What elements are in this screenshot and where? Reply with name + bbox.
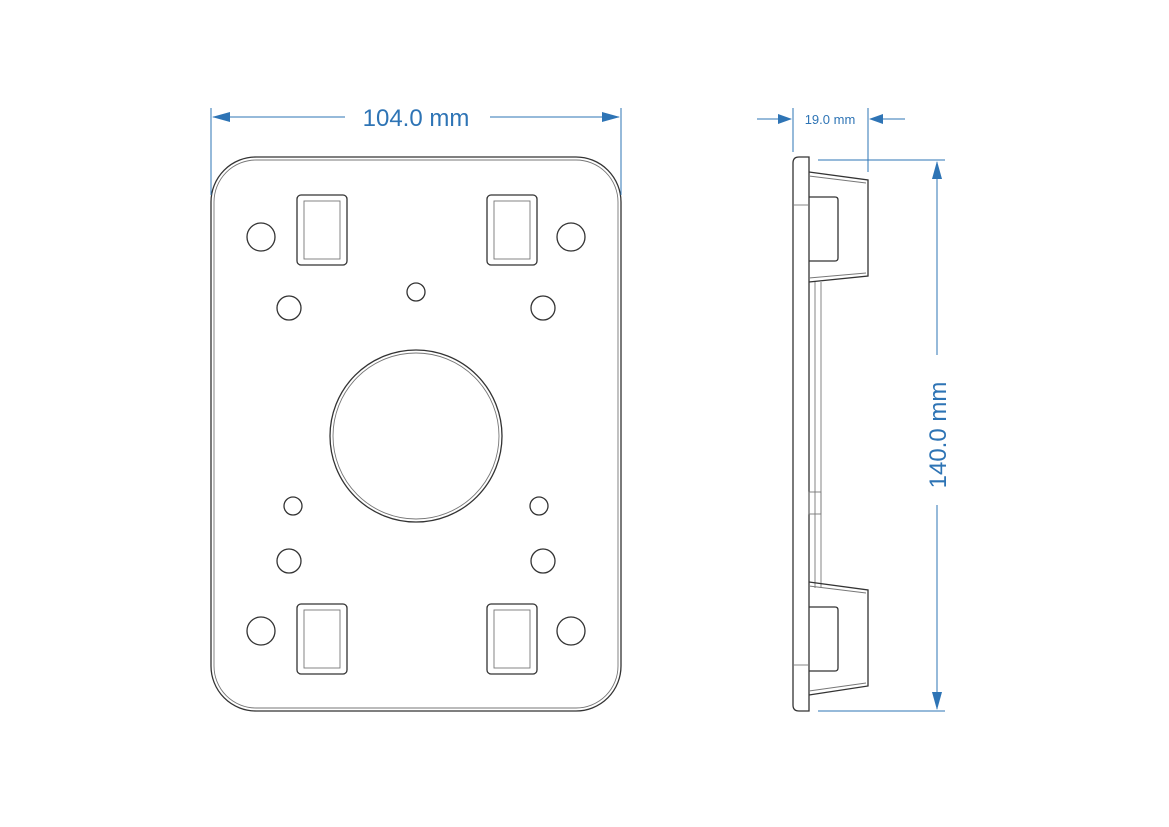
center-hole <box>329 349 503 523</box>
slots <box>296 194 538 675</box>
depth-label: 19.0 mm <box>805 112 856 127</box>
top-bracket <box>808 171 869 283</box>
depth-dimension: 19.0 mm <box>757 108 905 172</box>
width-label: 104.0 mm <box>363 105 470 132</box>
mounting-holes <box>246 222 586 646</box>
front-view-plate <box>210 156 622 712</box>
height-label: 140.0 mm <box>925 382 952 489</box>
height-dimension: 140.0 mm <box>818 159 952 712</box>
width-dimension: 104.0 mm <box>210 105 622 195</box>
bottom-bracket <box>808 581 869 696</box>
side-view <box>792 156 869 712</box>
